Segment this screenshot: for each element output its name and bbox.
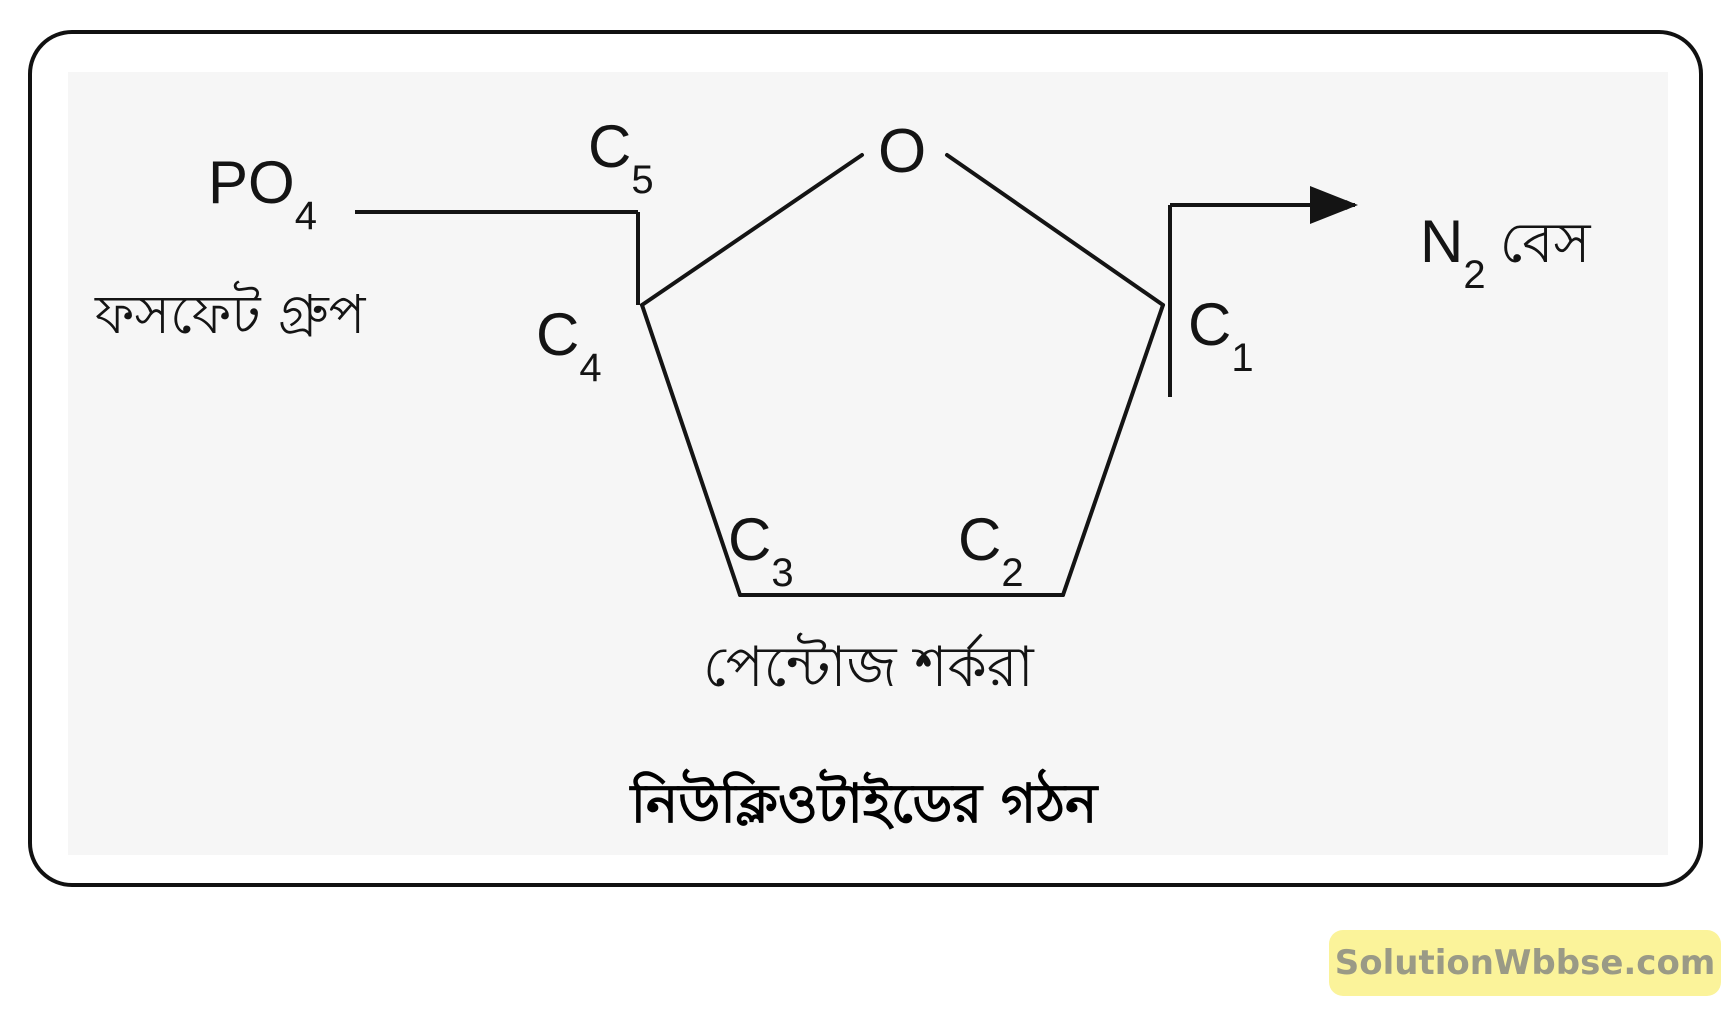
site-watermark: SolutionWbbse.com — [1329, 930, 1721, 996]
c2-label: C2 — [958, 506, 1024, 595]
phosphate-link — [355, 210, 640, 305]
pentose-sugar-label: পেন্টোজ শর্করা — [703, 633, 1035, 700]
pentose-ring — [640, 153, 1165, 597]
o-label: O — [878, 117, 926, 186]
arrow-head-icon — [1310, 186, 1358, 224]
c5-label: C5 — [588, 113, 654, 202]
c4-label: C4 — [536, 301, 602, 390]
po4-label: PO4 — [208, 149, 317, 238]
c1-label: C1 — [1188, 291, 1254, 380]
diagram-caption: নিউক্লিওটাইডের গঠন — [630, 772, 1098, 835]
bond-o-c1 — [945, 153, 1165, 307]
bond-c3-c4 — [640, 303, 742, 597]
bond-c4-o — [640, 153, 864, 307]
c3-label: C3 — [728, 506, 794, 595]
phosphate-group-label: ফসফেট গ্রুপ — [94, 281, 367, 346]
diagram-paper — [68, 72, 1668, 855]
bond-c1-c2 — [1061, 303, 1165, 597]
